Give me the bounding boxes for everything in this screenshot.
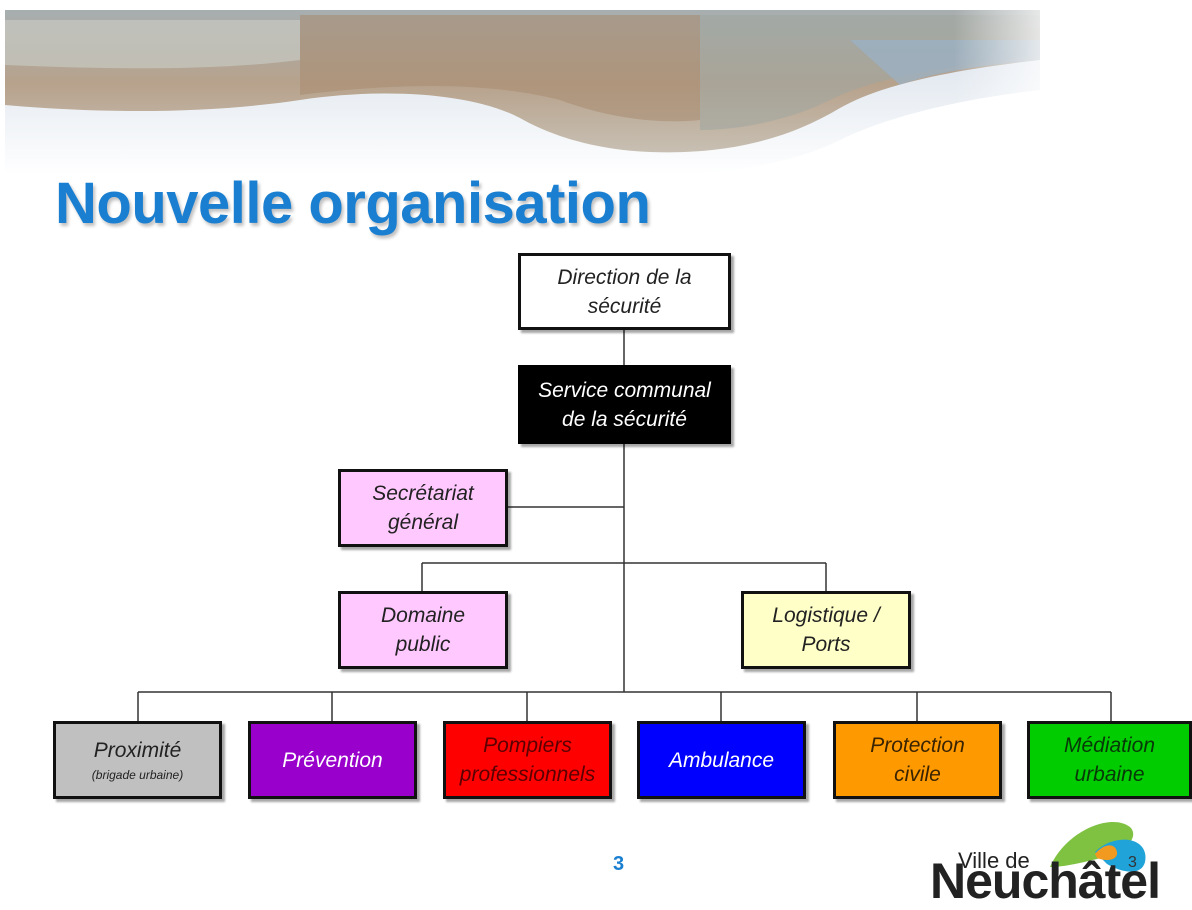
- unit-pompiers-label: Pompiers professionnels: [459, 734, 596, 786]
- direction-securite-label: Direction de la sécurité: [557, 265, 692, 318]
- unit-pompiers-box: Pompiers professionnels: [443, 721, 612, 799]
- slide-title: Nouvelle organisation: [55, 171, 651, 236]
- unit-ambulance-label: Ambulance: [668, 748, 775, 772]
- city-banner-image: [0, 0, 1192, 175]
- logo-text-ville-de: Ville de: [958, 848, 1030, 873]
- secretariat-general-box: Secrétariat général: [338, 469, 508, 547]
- unit-mediation-urbaine-box: Médiation urbaine: [1027, 721, 1192, 799]
- secretariat-general-label: Secrétariat général: [372, 482, 474, 534]
- page-number: 3: [613, 853, 625, 875]
- unit-ambulance-box: Ambulance: [637, 721, 806, 799]
- service-communal-label: Service communal de la sécurité: [538, 378, 711, 431]
- unit-proximite-sublabel: (brigade urbaine): [91, 767, 184, 782]
- unit-prevention-box: Prévention: [248, 721, 417, 799]
- domaine-public-label: Domaine public: [380, 604, 466, 656]
- logistique-ports-box: Logistique / Ports: [741, 591, 911, 669]
- unit-protection-civile-label: Protection civile: [870, 734, 965, 786]
- unit-prevention-label: Prévention: [282, 748, 383, 772]
- unit-proximite-label: Proximité: [93, 738, 182, 762]
- logo-text-neuchatel: Neuchâtel: [930, 853, 1161, 909]
- direction-securite-box: Direction de la sécurité: [518, 253, 731, 330]
- unit-protection-civile-box: Protection civile: [833, 721, 1002, 799]
- unit-mediation-urbaine-label: Médiation urbaine: [1063, 734, 1156, 786]
- ville-de-neuchatel-logo: [1050, 821, 1146, 872]
- unit-proximite-box: Proximité (brigade urbaine): [53, 721, 222, 799]
- domaine-public-box: Domaine public: [338, 591, 508, 669]
- service-communal-box: Service communal de la sécurité: [518, 365, 731, 444]
- logo-corner-number: 3: [1128, 854, 1137, 871]
- logistique-ports-label: Logistique / Ports: [772, 604, 880, 656]
